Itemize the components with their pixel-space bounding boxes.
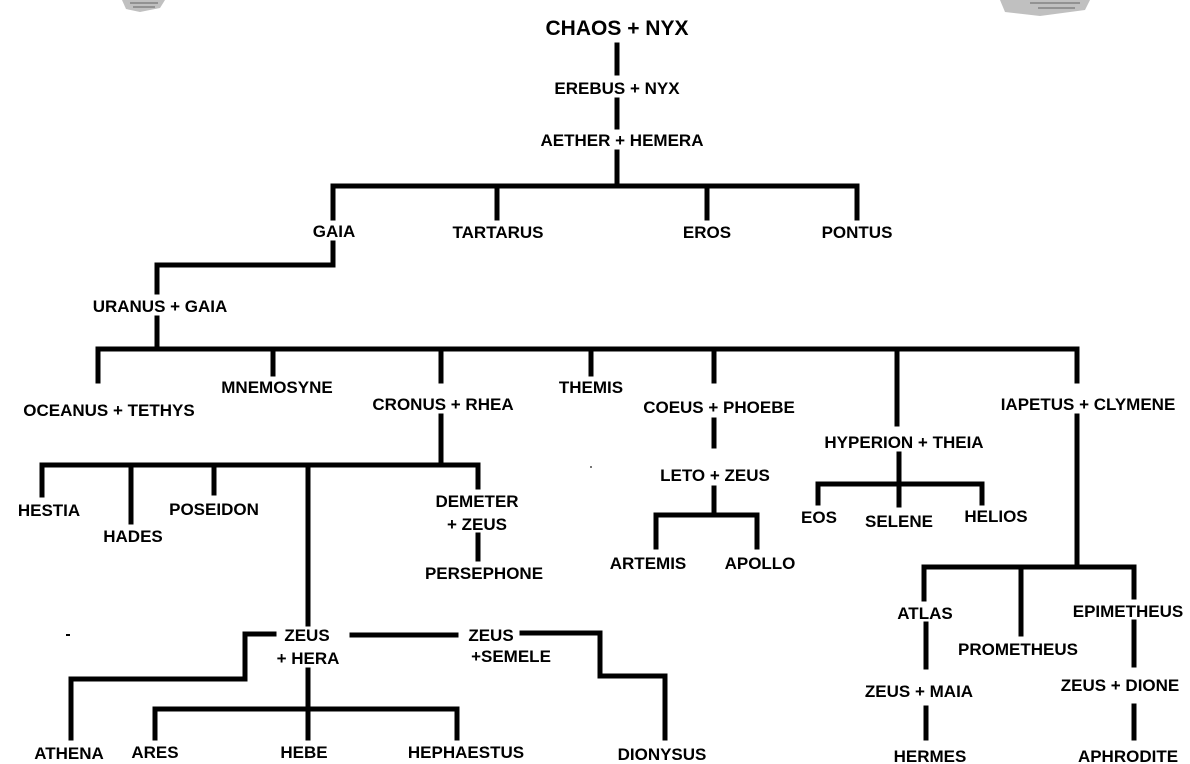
node-ares: ARES — [131, 743, 178, 762]
node-leto-zeus: LETO + ZEUS — [660, 466, 770, 485]
node-pontus: PONTUS — [822, 223, 893, 242]
node-iapetus-clymene: IAPETUS + CLYMENE — [1001, 395, 1176, 414]
edge-zeus-semele-to-dionysus — [519, 630, 668, 741]
node-artemis: ARTEMIS — [610, 554, 687, 573]
node-epimetheus: EPIMETHEUS — [1073, 602, 1184, 621]
node-zeus-hera-top: ZEUS — [284, 626, 329, 645]
node-cronus-rhea: CRONUS + RHEA — [372, 395, 513, 414]
node-eros: EROS — [683, 223, 731, 242]
node-poseidon: POSEIDON — [169, 500, 259, 519]
corner-ornament-right — [1000, 0, 1090, 16]
node-dionysus: DIONYSUS — [618, 745, 707, 764]
node-zeus-semele-bottom: +SEMELE — [471, 647, 551, 666]
corner-ornament-left — [122, 0, 165, 12]
node-tartarus: TARTARUS — [453, 223, 544, 242]
node-zeus-semele-top: ZEUS — [468, 626, 513, 645]
node-helios: HELIOS — [964, 507, 1027, 526]
node-gaia: GAIA — [313, 222, 356, 241]
node-demeter: DEMETER — [435, 492, 518, 511]
node-zeus-hera-bottom: + HERA — [277, 649, 340, 668]
edge-leto-children-bus — [653, 512, 760, 550]
node-apollo: APOLLO — [725, 554, 796, 573]
node-coeus-phoebe: COEUS + PHOEBE — [643, 398, 795, 417]
node-zeus-maia: ZEUS + MAIA — [865, 682, 973, 701]
node-erebus-nyx: EREBUS + NYX — [554, 79, 680, 98]
edge-gaia-uranus — [154, 240, 336, 295]
node-zeus-dione: ZEUS + DIONE — [1061, 676, 1180, 695]
node-mnemosyne: MNEMOSYNE — [221, 378, 332, 397]
stray-mark — [66, 634, 70, 636]
tree-connectors — [39, 42, 1137, 741]
node-atlas: ATLAS — [897, 604, 952, 623]
tree-labels: CHAOS + NYX EREBUS + NYX AETHER + HEMERA… — [18, 17, 1183, 764]
node-chaos-nyx: CHAOS + NYX — [546, 17, 689, 40]
stray-mark — [590, 466, 592, 468]
node-hyperion-theia: HYPERION + THEIA — [824, 433, 983, 452]
node-themis: THEMIS — [559, 378, 623, 397]
node-athena: ATHENA — [34, 744, 104, 763]
edge-zeus-hera-to-athena — [68, 631, 277, 741]
node-hades: HADES — [103, 527, 163, 546]
node-persephone: PERSEPHONE — [425, 564, 543, 583]
node-selene: SELENE — [865, 512, 933, 531]
node-demeter-zeus: + ZEUS — [447, 515, 507, 534]
node-uranus-gaia: URANUS + GAIA — [93, 297, 228, 316]
node-hermes: HERMES — [894, 747, 967, 764]
node-eos: EOS — [801, 508, 837, 527]
node-prometheus: PROMETHEUS — [958, 640, 1078, 659]
node-aphrodite: APHRODITE — [1078, 747, 1178, 764]
node-hestia: HESTIA — [18, 501, 80, 520]
node-hebe: HEBE — [280, 743, 327, 762]
node-oceanus-tethys: OCEANUS + TETHYS — [23, 401, 194, 420]
node-hephaestus: HEPHAESTUS — [408, 743, 524, 762]
node-aether-hemera: AETHER + HEMERA — [541, 131, 704, 150]
